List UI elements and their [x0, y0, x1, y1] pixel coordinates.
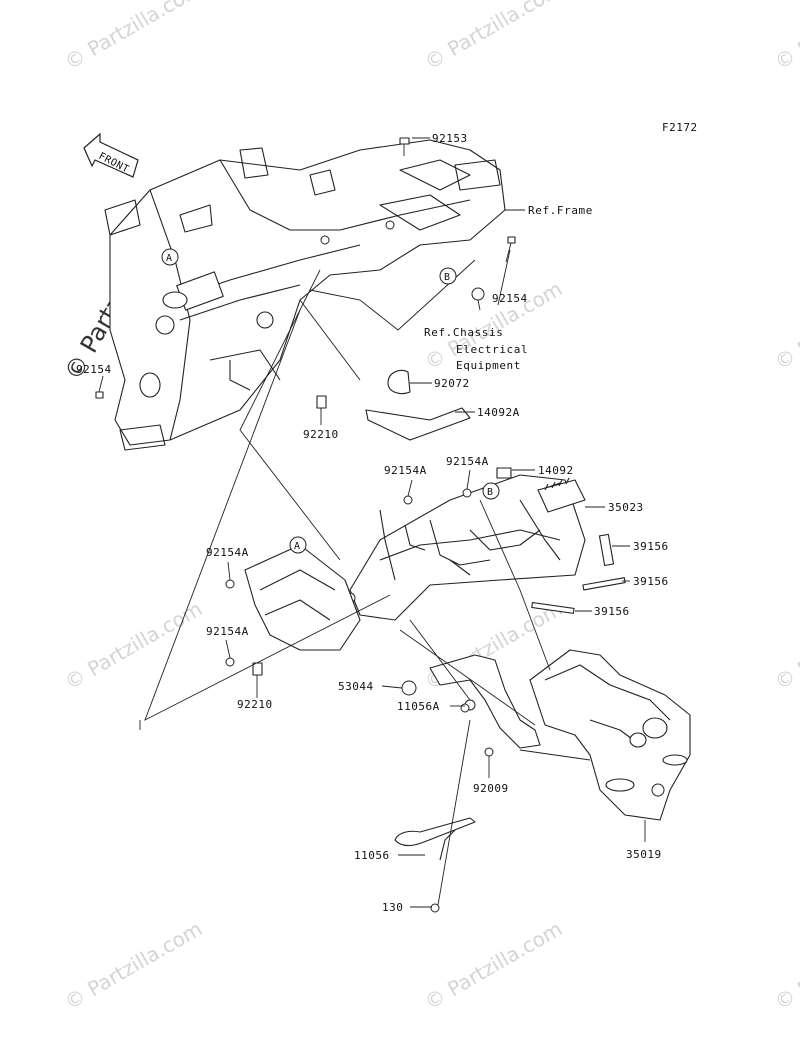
part-number-11056a: 11056A [397, 700, 440, 713]
tail-light-drawing [529, 649, 691, 821]
side-cover-drawing [244, 544, 361, 651]
ref-frame-label: Ref.Frame [528, 204, 593, 217]
band-drawing [365, 369, 471, 441]
marker-b-top: B [439, 267, 457, 285]
part-number-14092a: 14092A [477, 406, 520, 419]
frame-drawing [104, 139, 506, 451]
watermark: © Partzilla.com [61, 0, 207, 74]
part-number-92210-top: 92210 [303, 428, 339, 441]
part-number-53044: 53044 [338, 680, 374, 693]
part-number-92154-right: 92154 [492, 292, 528, 305]
watermark: © Partzilla.com [61, 596, 207, 694]
part-number-11056: 11056 [354, 849, 390, 862]
watermark: © Partzilla.com [771, 916, 800, 1014]
seal-strip-drawing [531, 601, 575, 614]
ref-chassis-label-3: Equipment [456, 359, 521, 372]
fasteners [95, 137, 516, 913]
part-number-130: 130 [382, 901, 403, 914]
ref-chassis-label: Ref.Chassis [424, 326, 503, 339]
part-number-39156-1: 39156 [633, 540, 669, 553]
part-number-92154a-3: 92154A [206, 546, 249, 559]
figure-code: F2172 [662, 121, 698, 134]
part-number-92154-left: 92154 [76, 363, 112, 376]
seal-strip-drawing [598, 533, 615, 567]
marker-a-top: A [161, 248, 179, 266]
part-number-35019: 35019 [626, 848, 662, 861]
watermark: © Partzilla.com [771, 596, 800, 694]
seal-strip-drawing [582, 577, 626, 591]
bracket-drawing [394, 654, 541, 861]
part-number-14092: 14092 [538, 464, 574, 477]
part-number-92154a-1: 92154A [384, 464, 427, 477]
relay-drawing [537, 477, 586, 513]
part-number-92009: 92009 [473, 782, 509, 795]
marker-b-mid: B [482, 482, 500, 500]
marker-b-label: B [444, 272, 451, 283]
part-number-92153: 92153 [432, 132, 468, 145]
marker-b-label: B [487, 487, 494, 498]
watermark: © Partzilla.com [771, 0, 800, 74]
marker-a-mid: A [289, 536, 307, 554]
part-number-92072: 92072 [434, 377, 470, 390]
marker-a-label: A [294, 541, 301, 552]
ref-chassis-label-2: Electrical [456, 343, 528, 356]
part-number-92154a-4: 92154A [206, 625, 249, 638]
leader-lines [139, 137, 646, 908]
watermark: © Partzilla.com [61, 916, 207, 1014]
part-number-39156-3: 39156 [594, 605, 630, 618]
watermark: © Partzilla.com [421, 0, 567, 74]
watermark: © Partzilla.com [421, 916, 567, 1014]
front-arrow-icon: FRONT [83, 132, 139, 178]
part-number-92154a-2: 92154A [446, 455, 489, 468]
watermark: © Partzilla.com [771, 276, 800, 374]
part-number-39156-2: 39156 [633, 575, 669, 588]
marker-a-label: A [166, 253, 173, 264]
part-number-92210-bottom: 92210 [237, 698, 273, 711]
part-number-35023: 35023 [608, 501, 644, 514]
